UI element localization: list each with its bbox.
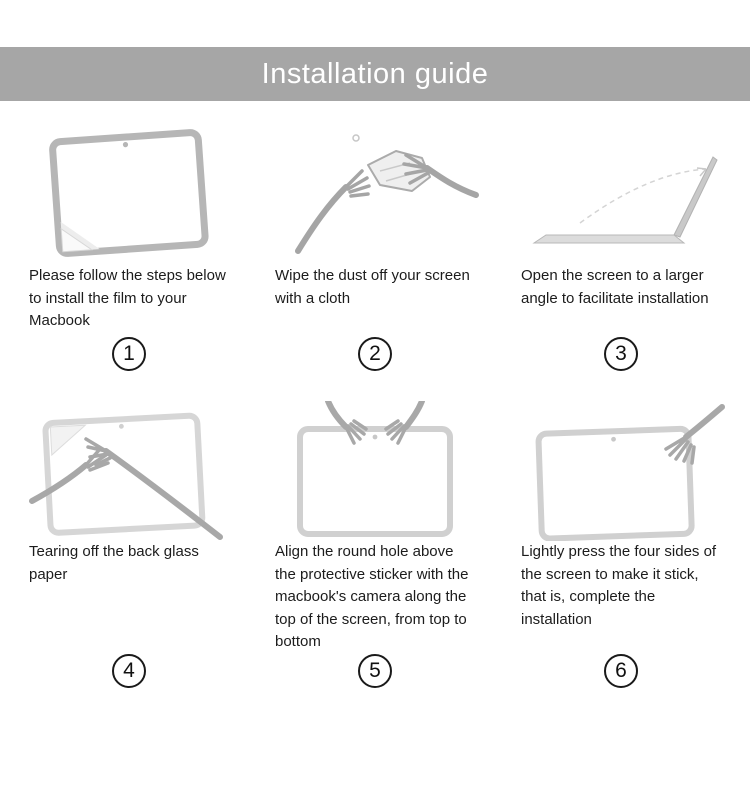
step-text: Tearing off the back glass paper [29,543,199,583]
steps-row-2: Tearing off the back glass paper 4 Align… [0,377,750,694]
hands-wiping-cloth-icon [270,129,480,261]
step-number-badge: 2 [358,337,392,371]
align-film-camera-icon [270,401,480,537]
step-text: Wipe the dust off your screen with a clo… [275,267,470,307]
step-text: Lightly press the four sides of the scre… [521,543,717,628]
step-3: Open the screen to a larger angle to fac… [498,129,744,377]
header-bar: Installation guide [0,47,750,101]
macbook-screen-film-corner-icon [24,129,234,261]
step-number-badge: 4 [112,653,146,688]
step-1: Please follow the steps below to install… [6,129,252,377]
step-text: Please follow the steps below to install… [29,267,226,329]
step-6: Lightly press the four sides of the scre… [498,404,744,694]
step-text: Open the screen to a larger angle to fac… [521,267,709,307]
steps-row-1: Please follow the steps below to install… [0,101,750,377]
press-four-sides-icon [516,404,726,541]
step-number-badge: 5 [358,653,392,688]
step-text: Align the round hole above the protectiv… [275,543,469,650]
step-number-badge: 3 [604,337,638,371]
open-laptop-angle-icon [516,129,726,261]
step-number-badge: 6 [604,653,638,688]
page-title: Installation guide [261,57,489,90]
installation-guide-page: Installation guide Please follow the ste… [0,47,750,797]
step-4: Tearing off the back glass paper 4 [6,405,252,694]
step-5: Align the round hole above the protectiv… [252,401,498,694]
tearing-back-paper-icon [24,405,234,540]
step-number-badge: 1 [112,337,146,371]
step-2: Wipe the dust off your screen with a clo… [252,129,498,377]
